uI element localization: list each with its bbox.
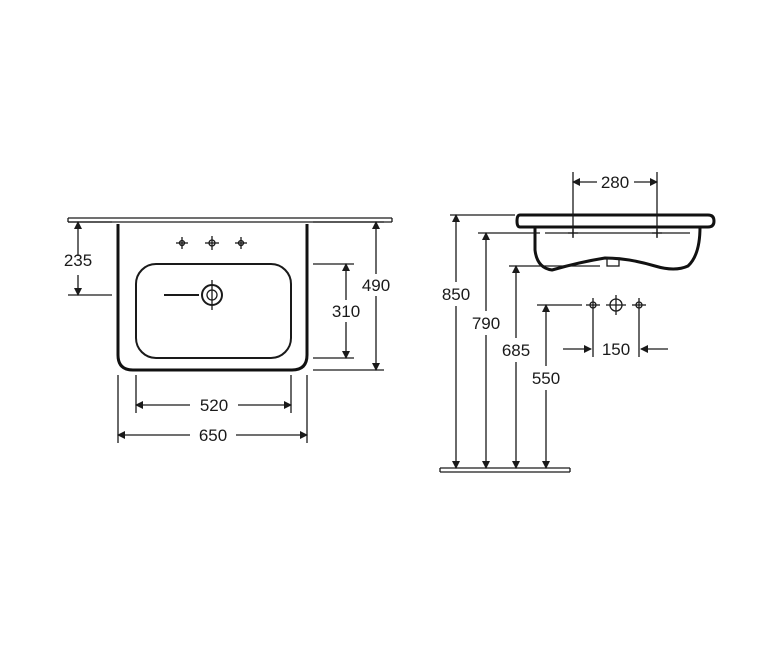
- dim-bowl-width: 520: [135, 375, 292, 415]
- dim-label-550: 550: [532, 369, 560, 388]
- dim-top-width: 280: [572, 172, 658, 238]
- supply-valves-icon: [586, 295, 646, 315]
- dim-height-rim: 850: [442, 214, 515, 469]
- dim-label-280: 280: [601, 173, 629, 192]
- basin-outline: [116, 224, 309, 372]
- dim-label-650: 650: [199, 426, 227, 445]
- bowl-outline: [135, 263, 292, 359]
- faucet-holes-icon: [176, 236, 247, 250]
- side-view: 280 850 790 685 550: [439, 172, 716, 473]
- dim-label-685: 685: [502, 341, 530, 360]
- dim-label-520: 520: [200, 396, 228, 415]
- dim-label-490: 490: [362, 276, 390, 295]
- dim-label-235: 235: [64, 251, 92, 270]
- dim-height-trap: 685: [502, 265, 600, 469]
- front-view: 235 310 490 520: [64, 217, 393, 445]
- dim-bowl-depth: 310: [313, 263, 360, 359]
- drain-icon: [164, 280, 223, 310]
- dim-label-850: 850: [442, 285, 470, 304]
- dim-height-bowl: 790: [472, 232, 540, 469]
- dim-label-790: 790: [472, 314, 500, 333]
- dim-label-310: 310: [332, 302, 360, 321]
- dim-label-150: 150: [602, 340, 630, 359]
- dim-overall-depth: 490: [313, 221, 390, 371]
- dim-supply-spacing: 150: [563, 312, 668, 359]
- dim-faucet-depth: 235: [64, 221, 112, 296]
- dim-overall-width: 650: [117, 375, 308, 445]
- basin-profile: [515, 213, 716, 272]
- dim-height-supply: 550: [532, 304, 582, 469]
- floor-line: [439, 467, 571, 473]
